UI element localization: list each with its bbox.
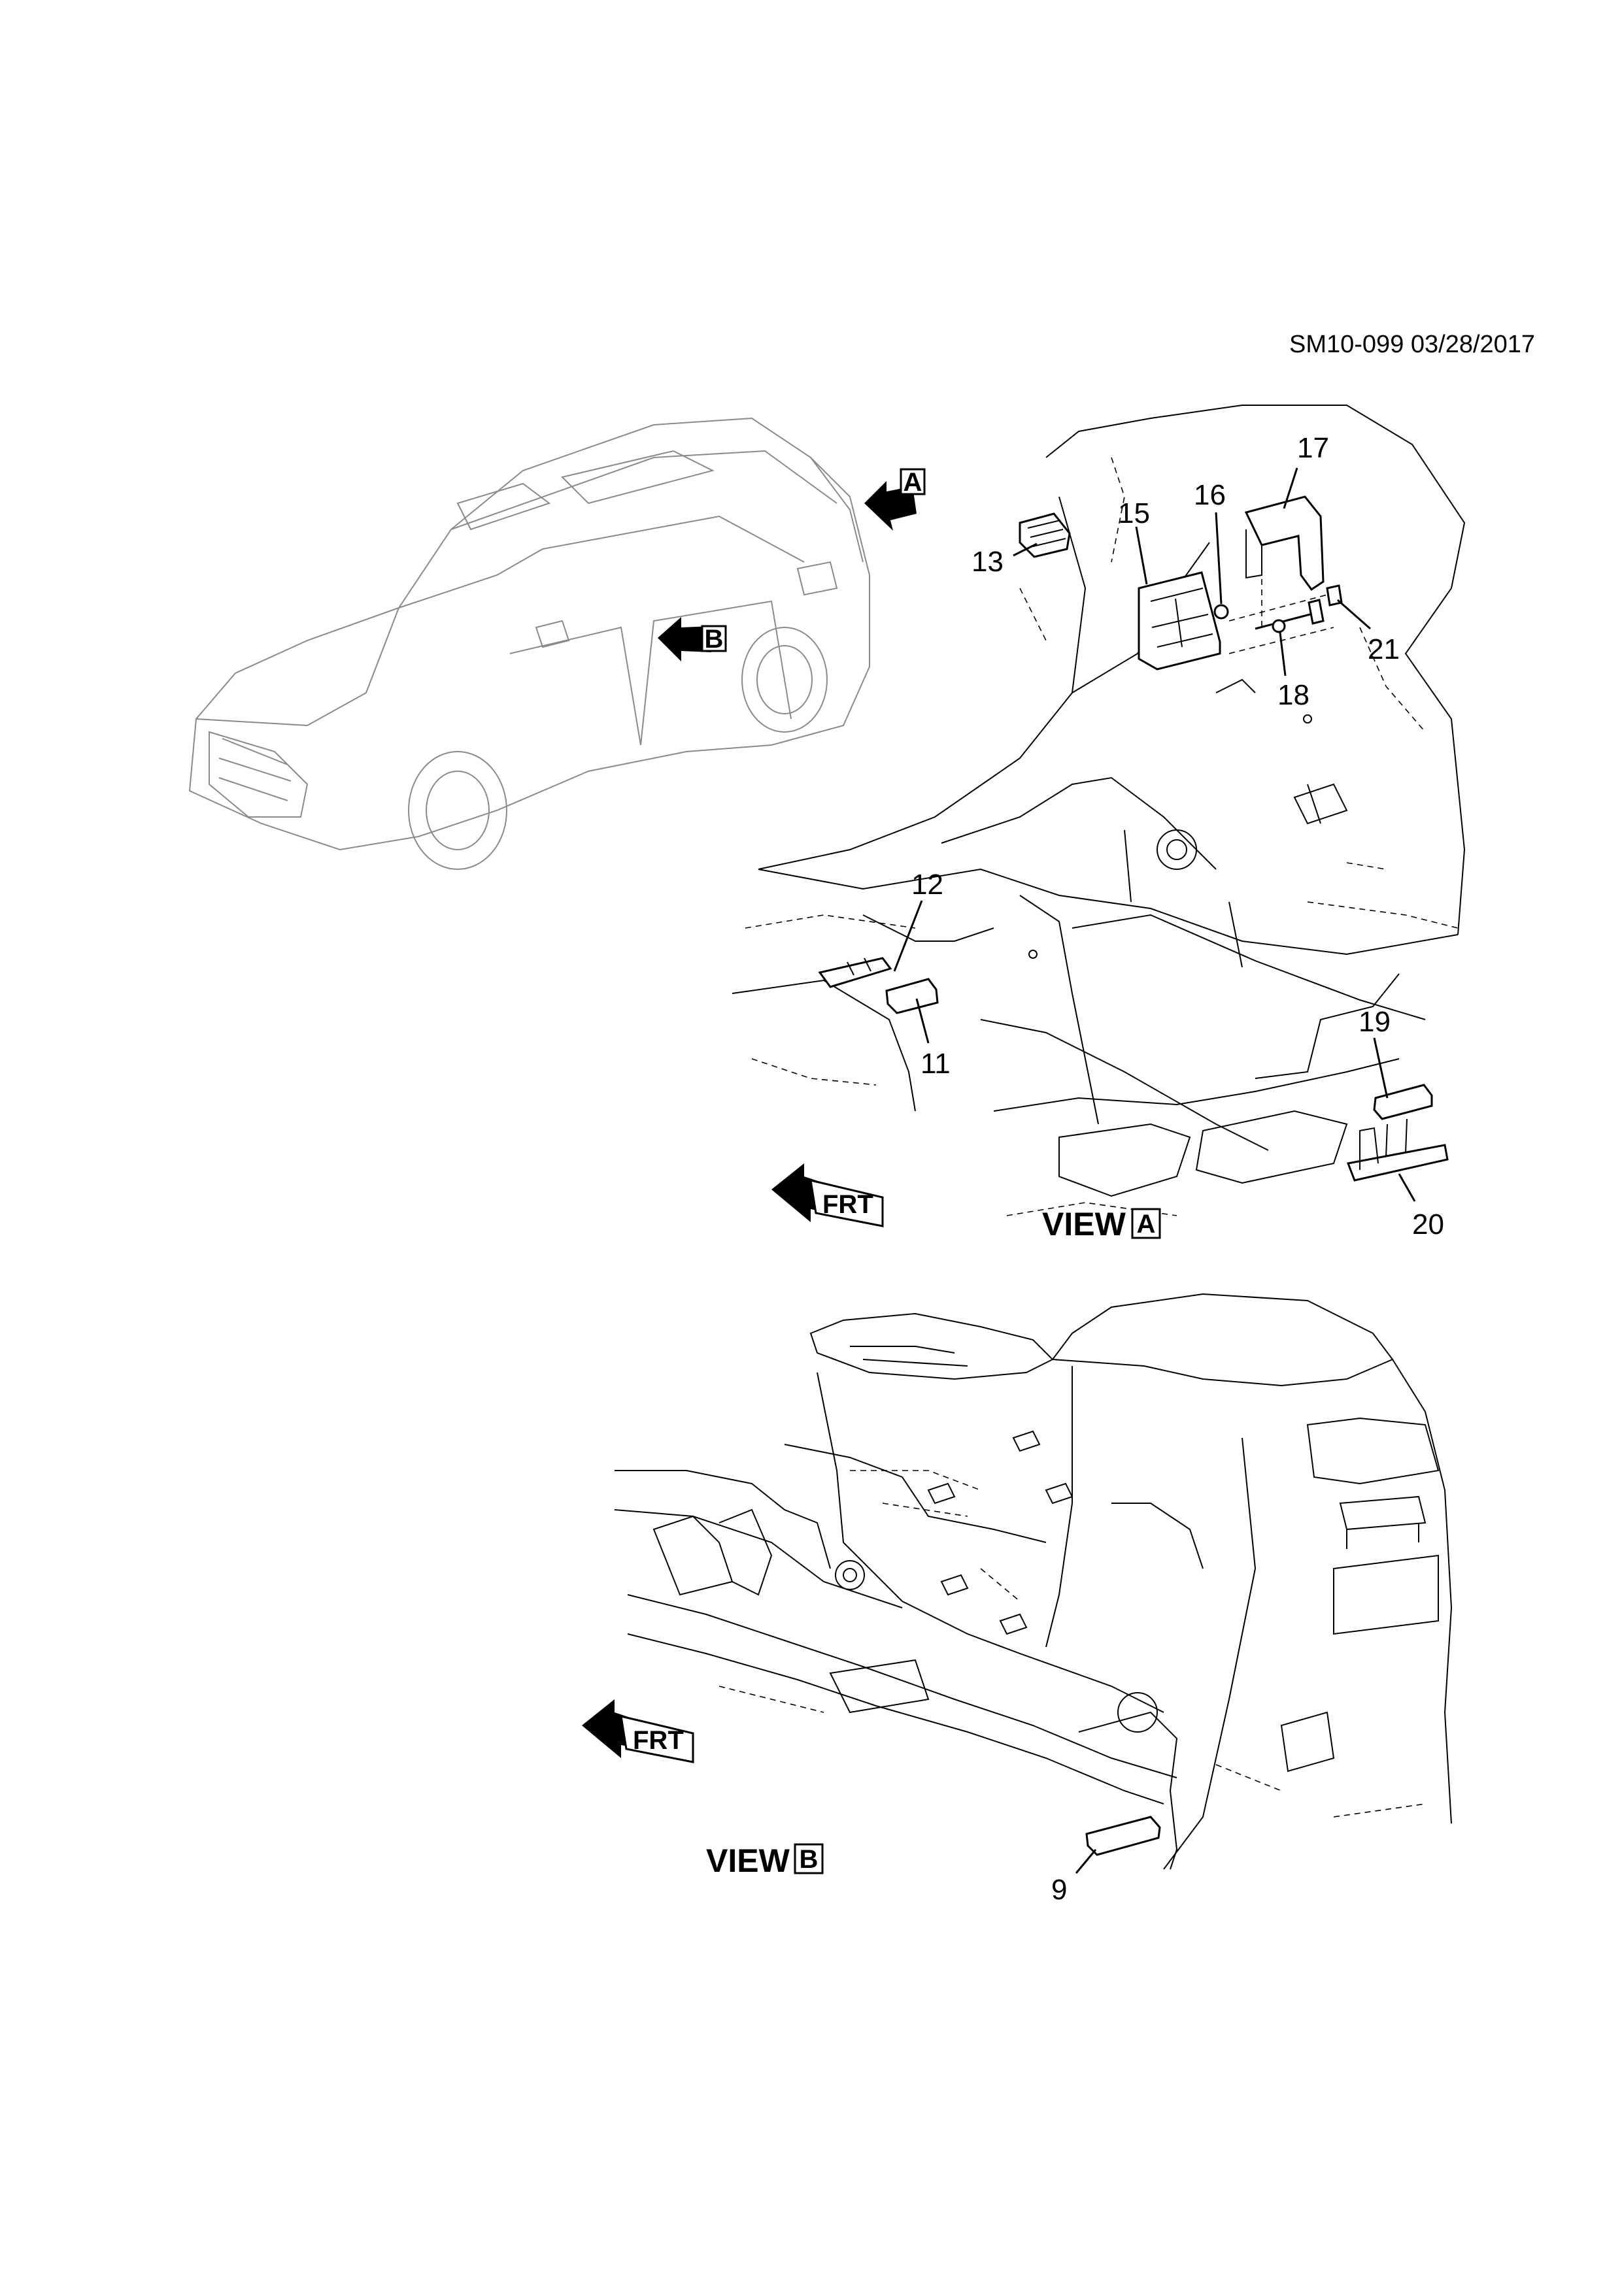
view-b-parts: 9 (1051, 1816, 1161, 1906)
view-b-illustration (614, 1293, 1453, 1870)
view-a-front-arrow: FRT (771, 1163, 884, 1227)
view-b-label-text: VIEW (706, 1842, 790, 1879)
callout-15: 15 (1118, 497, 1150, 529)
arrow-b-letter: B (705, 625, 724, 654)
front-marker-a: FRT (822, 1190, 873, 1219)
view-a-label: VIEW A (1042, 1206, 1161, 1242)
callout-13: 13 (972, 546, 1004, 578)
view-a-label-text: VIEW (1042, 1206, 1126, 1242)
part-12-connector (818, 957, 892, 988)
view-b-letter: B (800, 1845, 819, 1874)
view-a-leaders (893, 467, 1416, 1202)
front-marker-b: FRT (633, 1726, 684, 1755)
view-b-front-arrow: FRT (582, 1699, 694, 1763)
view-a-pointer-arrow: A (864, 468, 926, 531)
view-a-letter: A (1137, 1210, 1156, 1239)
part-13-connector (1019, 512, 1071, 558)
view-a-callouts: 13 15 16 17 18 21 12 11 19 20 (911, 432, 1444, 1240)
callout-20: 20 (1412, 1208, 1444, 1240)
drawing-code: SM10-099 03/28/2017 (1289, 331, 1536, 358)
part-20-bracket (1346, 1144, 1449, 1182)
callout-21: 21 (1368, 633, 1400, 665)
callout-9: 9 (1051, 1874, 1067, 1906)
vehicle-overview (188, 417, 870, 870)
part-16-clip (1213, 604, 1229, 620)
view-a-illustration (732, 405, 1466, 1216)
callout-17: 17 (1297, 432, 1329, 464)
callout-12: 12 (911, 869, 943, 901)
view-a-parts (818, 495, 1449, 1182)
part-17-bracket (1244, 495, 1325, 591)
callout-16: 16 (1194, 479, 1226, 511)
part-18-screw (1272, 619, 1286, 633)
callout-18: 18 (1277, 679, 1309, 711)
part-19-antenna (1373, 1084, 1433, 1120)
view-b-label: VIEW B (706, 1842, 824, 1879)
arrow-a-letter: A (904, 468, 922, 497)
part-9-antenna (1085, 1816, 1161, 1856)
part-11-antenna (885, 978, 939, 1014)
callout-11: 11 (921, 1048, 951, 1080)
view-b-pointer-arrow: B (658, 617, 727, 661)
callout-19: 19 (1359, 1006, 1391, 1038)
